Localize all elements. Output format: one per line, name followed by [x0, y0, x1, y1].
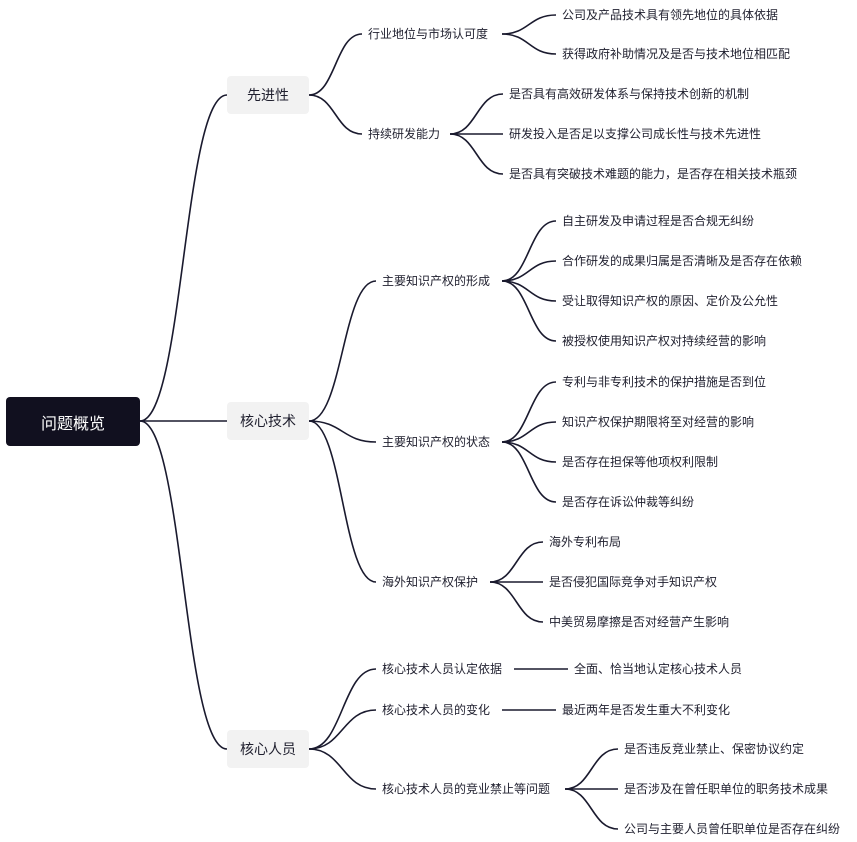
leaf-item[interactable]: 受让取得知识产权的原因、定价及公允性 — [562, 294, 779, 308]
leaf-item[interactable]: 研发投入是否足以支撑公司成长性与技术先进性 — [509, 127, 762, 141]
topic-ip-formation[interactable]: 主要知识产权的形成 — [382, 274, 491, 288]
link-l2-l3 — [564, 788, 619, 830]
branch-core-personnel[interactable]: 核心人员 — [227, 730, 309, 768]
leaf-item[interactable]: 是否涉及在曾任职单位的职务技术成果 — [624, 782, 829, 796]
link-l1-l2 — [308, 420, 377, 443]
leaf-item[interactable]: 自主研发及申请过程是否合规无纠纷 — [562, 214, 755, 228]
leaf-item[interactable]: 知识产权保护期限将至对经营的影响 — [562, 415, 755, 429]
topic-non-compete[interactable]: 核心技术人员的竞业禁止等问题 — [382, 782, 551, 796]
leaf-item[interactable]: 是否具有突破技术难题的能力，是否存在相关技术瓶颈 — [509, 167, 798, 181]
link-l2-l3 — [449, 93, 504, 135]
link-l2-l3 — [501, 14, 557, 35]
link-l1-l2 — [308, 709, 377, 750]
topic-personnel-basis[interactable]: 核心技术人员认定依据 — [382, 662, 503, 676]
leaf-item[interactable]: 是否违反竞业禁止、保密协议约定 — [624, 742, 805, 756]
leaf-item[interactable]: 最近两年是否发生重大不利变化 — [562, 703, 731, 717]
link-l2-l3 — [501, 421, 557, 443]
link-l2-l3 — [564, 748, 619, 790]
leaf-item[interactable]: 专利与非专利技术的保护措施是否到位 — [562, 375, 767, 389]
leaf-item[interactable]: 海外专利布局 — [549, 535, 622, 549]
link-l2-l3 — [501, 220, 557, 282]
leaf-item[interactable]: 公司与主要人员曾任职单位是否存在纠纷 — [624, 822, 841, 836]
topic-industry-position[interactable]: 行业地位与市场认可度 — [368, 27, 489, 41]
link-l2-l3 — [489, 581, 544, 623]
link-l1-l2 — [308, 748, 377, 790]
branch-advancement[interactable]: 先进性 — [227, 76, 309, 114]
topic-ip-status[interactable]: 主要知识产权的状态 — [382, 435, 491, 449]
link-root-core-personnel — [139, 420, 228, 750]
leaf-item[interactable]: 是否侵犯国际竞争对手知识产权 — [549, 575, 718, 589]
topic-rd-capability[interactable]: 持续研发能力 — [368, 127, 441, 141]
leaf-item[interactable]: 是否具有高效研发体系与保持技术创新的机制 — [509, 87, 750, 101]
link-l2-l3 — [489, 541, 544, 583]
leaf-item[interactable]: 是否存在诉讼仲裁等纠纷 — [562, 495, 695, 509]
link-l2-l3 — [449, 133, 504, 175]
leaf-item[interactable]: 被授权使用知识产权对持续经营的影响 — [562, 334, 767, 348]
link-l2-l3 — [501, 441, 557, 503]
link-l1-l2 — [308, 280, 377, 422]
topic-personnel-changes[interactable]: 核心技术人员的变化 — [382, 703, 491, 717]
leaf-item[interactable]: 是否存在担保等他项权利限制 — [562, 455, 719, 469]
leaf-item[interactable]: 中美贸易摩擦是否对经营产生影响 — [549, 615, 730, 629]
leaf-item[interactable]: 获得政府补助情况及是否与技术地位相匹配 — [562, 47, 791, 61]
link-root-advancement — [139, 94, 228, 422]
root-node[interactable]: 问题概览 — [6, 397, 140, 446]
link-l2-l3 — [501, 280, 557, 342]
link-l2-l3 — [501, 381, 557, 443]
link-l1-l2 — [308, 33, 363, 96]
link-l1-l2 — [308, 420, 377, 583]
leaf-item[interactable]: 全面、恰当地认定核心技术人员 — [574, 662, 743, 676]
leaf-item[interactable]: 公司及产品技术具有领先地位的具体依据 — [562, 8, 779, 22]
link-l1-l2 — [308, 668, 377, 750]
leaf-item[interactable]: 合作研发的成果归属是否清晰及是否存在依赖 — [562, 254, 803, 268]
link-l2-l3 — [501, 33, 557, 55]
link-l2-l3 — [501, 260, 557, 282]
branch-core-technology[interactable]: 核心技术 — [227, 402, 309, 440]
link-l1-l2 — [308, 94, 363, 135]
topic-overseas-ip[interactable]: 海外知识产权保护 — [382, 575, 479, 589]
